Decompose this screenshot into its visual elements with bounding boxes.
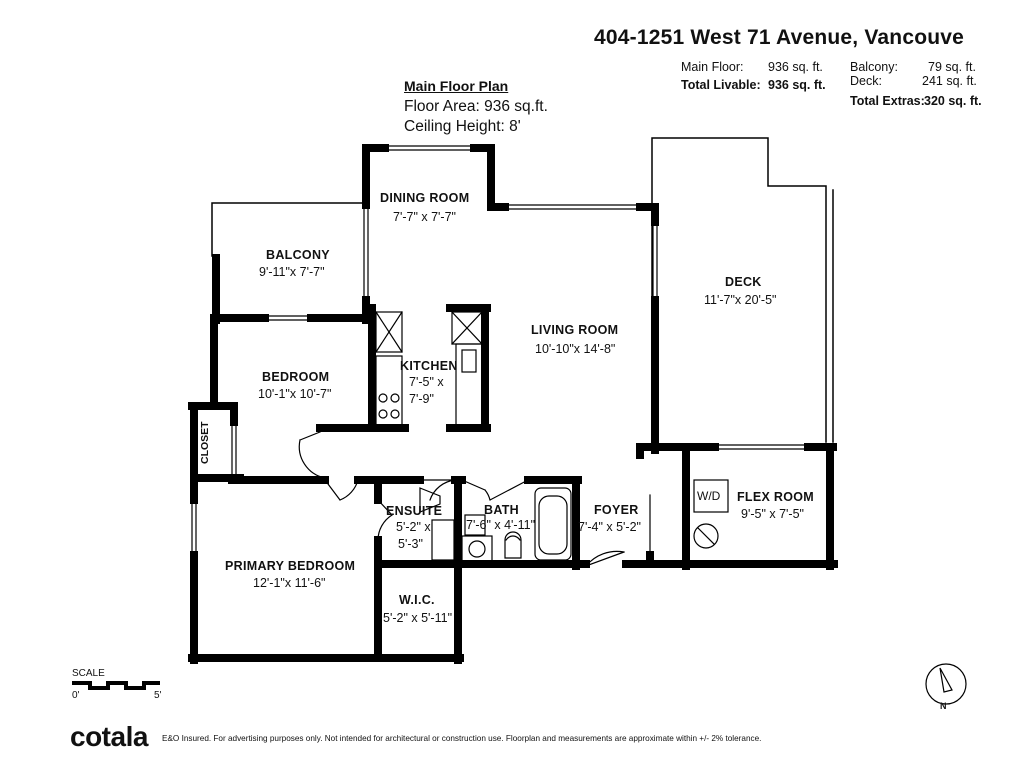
- room-dining-dim: 7'-7" x 7'-7": [393, 210, 456, 224]
- deck-outline: [651, 137, 827, 443]
- room-balcony-name: BALCONY: [266, 248, 330, 262]
- room-wic-name: W.I.C.: [399, 593, 435, 607]
- disclaimer-text: E&O Insured. For advertising purposes on…: [162, 734, 762, 743]
- room-dining-name: DINING ROOM: [380, 191, 470, 205]
- room-deck-dim: 11'-7"x 20'-5": [704, 293, 777, 307]
- room-bedroom-dim: 10'-1"x 10'-7": [258, 387, 332, 401]
- total-extras-value: 320 sq. ft.: [924, 94, 982, 108]
- room-kitchen-dim1: 7'-5" x: [409, 375, 444, 389]
- room-flex-dim: 9'-5" x 7'-5": [741, 507, 804, 521]
- scale-bar: [72, 681, 160, 690]
- room-bedroom-name: BEDROOM: [262, 370, 330, 384]
- scale-start: 0': [72, 690, 80, 701]
- main-floor-value: 936 sq. ft.: [768, 60, 823, 74]
- room-kitchen-name: KITCHEN: [400, 359, 458, 373]
- room-living-name: LIVING ROOM: [531, 323, 619, 337]
- scale-label: SCALE: [72, 668, 105, 679]
- ceiling-height: Ceiling Height: 8': [404, 118, 521, 135]
- room-ensuite-dim1: 5'-2" x: [396, 520, 431, 534]
- washer-dryer-label: W/D: [697, 489, 721, 503]
- total-livable-value: 936 sq. ft.: [768, 78, 826, 92]
- total-livable-label: Total Livable:: [681, 78, 761, 92]
- room-ensuite-name: ENSUITE: [386, 504, 443, 518]
- room-bath-name: BATH: [484, 503, 519, 517]
- room-foyer-name: FOYER: [594, 503, 639, 517]
- room-kitchen-dim2: 7'-9": [409, 392, 434, 406]
- room-ensuite-dim2: 5'-3": [398, 537, 423, 551]
- floor-area: Floor Area: 936 sq.ft.: [404, 98, 548, 115]
- room-closet-name: CLOSET: [199, 421, 211, 464]
- compass-icon: [925, 663, 967, 705]
- deck-area-value: 241 sq. ft.: [922, 74, 977, 88]
- room-wic-dim: 5'-2" x 5'-11": [383, 611, 453, 625]
- plan-title: Main Floor Plan: [404, 78, 509, 94]
- total-extras-label: Total Extras:: [850, 94, 925, 108]
- balcony-outline: [211, 202, 367, 257]
- property-address: 404-1251 West 71 Avenue, Vancouve: [594, 26, 965, 49]
- room-living-dim: 10'-10"x 14'-8": [535, 342, 616, 356]
- room-balcony-dim: 9'-11"x 7'-7": [259, 265, 325, 279]
- balcony-area-label: Balcony:: [850, 60, 898, 74]
- room-flex-name: FLEX ROOM: [737, 490, 815, 504]
- room-deck-name: DECK: [725, 275, 762, 289]
- compass-north-label: N: [940, 701, 947, 711]
- deck-area-label: Deck:: [850, 74, 882, 88]
- balcony-area-value: 79 sq. ft.: [928, 60, 976, 74]
- scale-end: 5': [154, 690, 162, 701]
- room-foyer-dim: 7'-4" x 5'-2": [578, 520, 641, 534]
- room-primary-name: PRIMARY BEDROOM: [225, 559, 356, 573]
- room-bath-dim: 7'-6" x 4'-11": [466, 518, 536, 532]
- room-primary-dim: 12'-1"x 11'-6": [253, 576, 326, 590]
- brand-logo: cotala: [70, 721, 148, 752]
- main-floor-label: Main Floor:: [681, 60, 744, 74]
